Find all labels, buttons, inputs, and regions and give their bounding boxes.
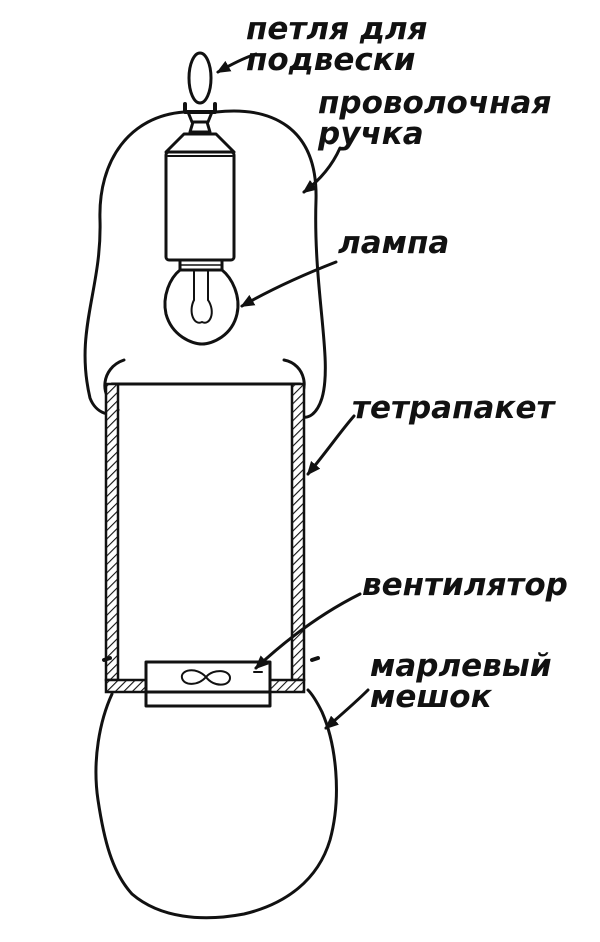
label-gauze-bag: марлевый мешок bbox=[370, 651, 552, 713]
lamp-socket bbox=[164, 132, 236, 262]
bag-arrow bbox=[324, 688, 370, 730]
tetrapak-bottom-right bbox=[268, 678, 306, 694]
fan bbox=[144, 660, 272, 708]
tetrapak bbox=[104, 382, 306, 694]
label-line: проволочная bbox=[318, 85, 552, 121]
hanging-loop bbox=[187, 51, 213, 105]
label-line: вентилятор bbox=[362, 567, 568, 603]
lamp-base bbox=[178, 258, 224, 272]
label-line: мешок bbox=[370, 679, 492, 715]
lamp-arrow bbox=[240, 260, 338, 308]
label-line: лампа bbox=[338, 225, 450, 261]
tetrapak-bottom-left bbox=[104, 678, 148, 694]
lamp-bulb bbox=[163, 268, 240, 346]
label-tetrapak: тетрапакет bbox=[352, 393, 554, 424]
label-fan: вентилятор bbox=[362, 570, 568, 601]
label-line: ручка bbox=[318, 116, 424, 152]
label-hanging-loop: петля для подвески bbox=[246, 14, 427, 76]
label-wire-handle: проволочная ручка bbox=[318, 88, 551, 150]
label-line: подвески bbox=[246, 42, 416, 78]
left-tie bbox=[102, 656, 320, 662]
wire-handle bbox=[83, 109, 327, 419]
handle-arrow bbox=[302, 146, 342, 194]
tetrapak-arrow bbox=[306, 414, 356, 476]
tetrapak-left-wall bbox=[104, 382, 120, 682]
label-lamp: лампа bbox=[338, 228, 449, 259]
gauze-bag bbox=[94, 688, 338, 920]
label-line: петля для bbox=[246, 11, 428, 47]
label-line: тетрапакет bbox=[352, 390, 555, 426]
label-line: марлевый bbox=[370, 648, 552, 684]
hook-bracket bbox=[183, 102, 217, 134]
loop-arrow bbox=[216, 52, 258, 74]
fan-arrow bbox=[254, 592, 362, 670]
